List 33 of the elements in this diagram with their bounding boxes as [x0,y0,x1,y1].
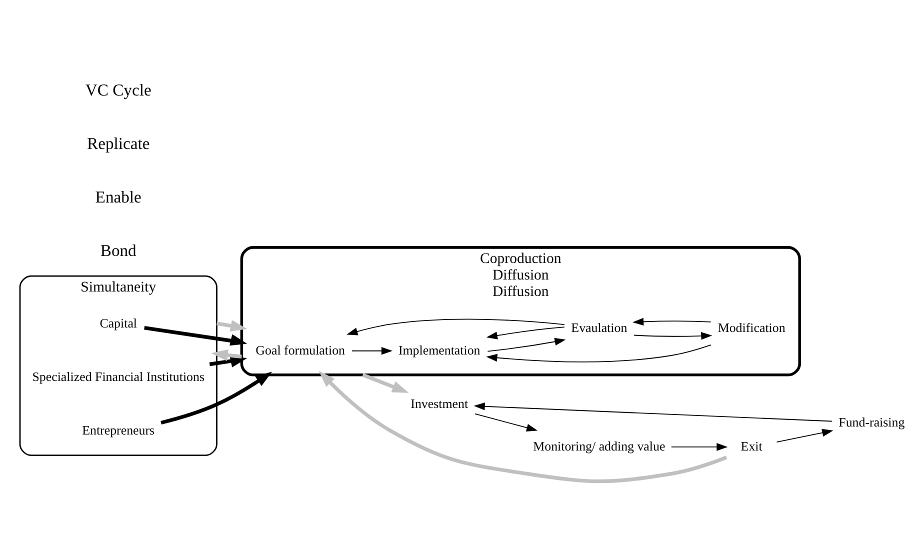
label: Enable [95,188,142,207]
arrow [633,332,712,340]
node-text: Investment [410,396,468,411]
node-text: Modification [718,320,786,336]
label: Bond [100,241,136,260]
node-text: Entrepreneurs [82,422,155,438]
arrow [209,356,248,368]
node-text: Monitoring/ adding value [533,438,666,454]
arrow [160,372,272,425]
arrow [486,326,565,340]
arrow [486,344,712,362]
arrow [670,443,728,451]
arrow [216,320,248,332]
arrow [474,402,832,422]
node-text: Exit [740,438,762,454]
arrow [362,373,409,393]
arrow [346,318,565,336]
node-text: Goal formulation [256,342,346,358]
node-text: Specialized Financial Institutions [32,369,205,384]
arrow [211,349,242,361]
node-text: Capital [100,316,138,331]
arrow [352,347,393,355]
node-text: Fund-raising [838,414,905,430]
arrow [144,326,248,346]
arrow [474,413,538,432]
arrow [632,318,712,326]
label: VC Cycle [85,80,152,100]
arrow [487,338,566,352]
arrow [776,428,834,442]
arrow [318,370,728,484]
node-text: Implementation [398,342,480,358]
node-text: Evaulation [571,320,628,336]
label: Replicate [87,134,150,153]
